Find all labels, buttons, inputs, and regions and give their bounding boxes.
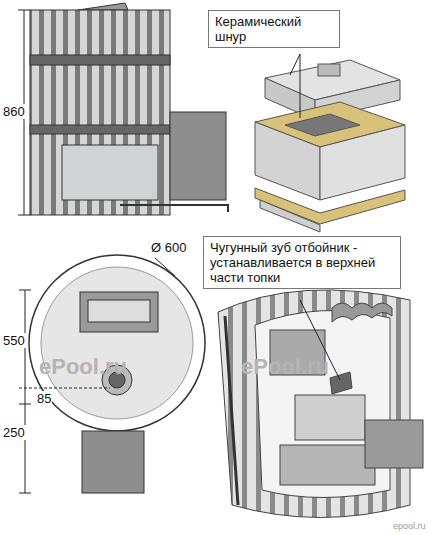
top-view (29, 255, 205, 493)
dimension-top (19, 258, 175, 493)
watermark: ePool.ru (38, 355, 128, 379)
cutaway-view (218, 290, 423, 518)
leader-line (290, 54, 300, 75)
dimension-label: 85 (36, 391, 52, 406)
dimension-label: 550 (2, 333, 26, 348)
watermark: epool.ru (392, 521, 427, 531)
dimension-label: Ø 600 (150, 240, 187, 255)
callout-box: Керамический шнур (208, 10, 340, 48)
callout-text: Чугунный зуб отбойник - устанавливается … (210, 240, 394, 285)
watermark: ePool.ru (240, 355, 330, 379)
callout-box: Чугунный зуб отбойник - устанавливается … (203, 236, 401, 289)
leader-line (300, 54, 301, 118)
callout-text: Керамический шнур (215, 14, 333, 44)
side-view (30, 3, 228, 215)
tooth-symbol (332, 303, 392, 322)
exploded-parts (255, 60, 405, 232)
dimension-label: 860 (2, 104, 26, 119)
dimension-label: 250 (2, 425, 26, 440)
